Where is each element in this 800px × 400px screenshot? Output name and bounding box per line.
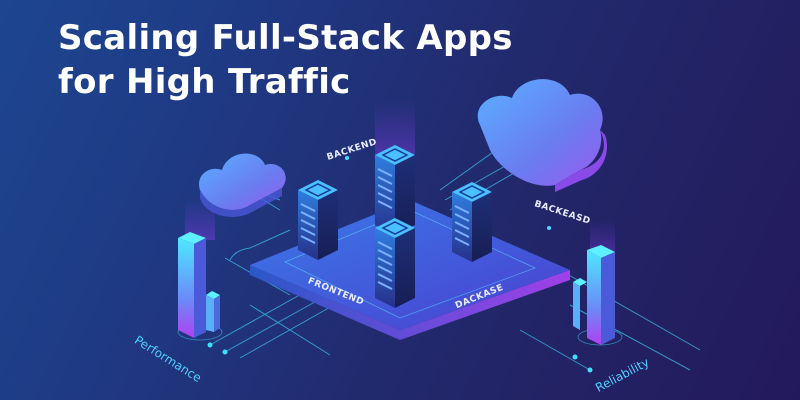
title-line-1: Scaling Full-Stack Apps (58, 18, 513, 58)
bar-chart-icon (177, 232, 223, 341)
server-icon (298, 180, 338, 260)
cloud-icon (477, 79, 608, 192)
page-title: Scaling Full-Stack Apps for High Traffic (58, 16, 513, 104)
server-icon (452, 182, 492, 262)
server-icon (375, 145, 415, 235)
title-line-2: for High Traffic (58, 62, 351, 102)
server-icon (375, 218, 415, 308)
bar-chart-icon (573, 245, 623, 346)
cloud-icon (199, 153, 286, 217)
